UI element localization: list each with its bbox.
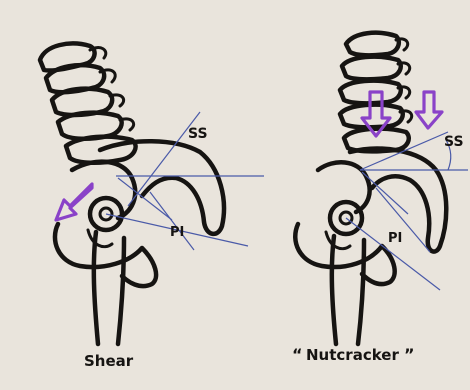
right-caption-open-quote: “ [292, 345, 303, 364]
right-pi-label: PI [388, 231, 402, 246]
right-caption-close-quote: ” [404, 345, 415, 364]
left-ss-label: SS [188, 126, 208, 142]
right-femur [332, 236, 364, 344]
right-caption: Nutcracker [306, 346, 399, 364]
left-caption: Shear [84, 352, 134, 370]
right-figure-nutcracker: SS PI “ Nutcracker ” [292, 33, 468, 364]
left-shear-arrow [56, 184, 92, 220]
left-figure-shear: SS PI Shear [40, 44, 264, 370]
right-compression-arrow-2 [416, 92, 442, 128]
right-ss-label: SS [444, 134, 464, 150]
left-femur [94, 232, 124, 344]
left-pi-label: PI [170, 225, 184, 240]
left-ilium [55, 162, 156, 287]
